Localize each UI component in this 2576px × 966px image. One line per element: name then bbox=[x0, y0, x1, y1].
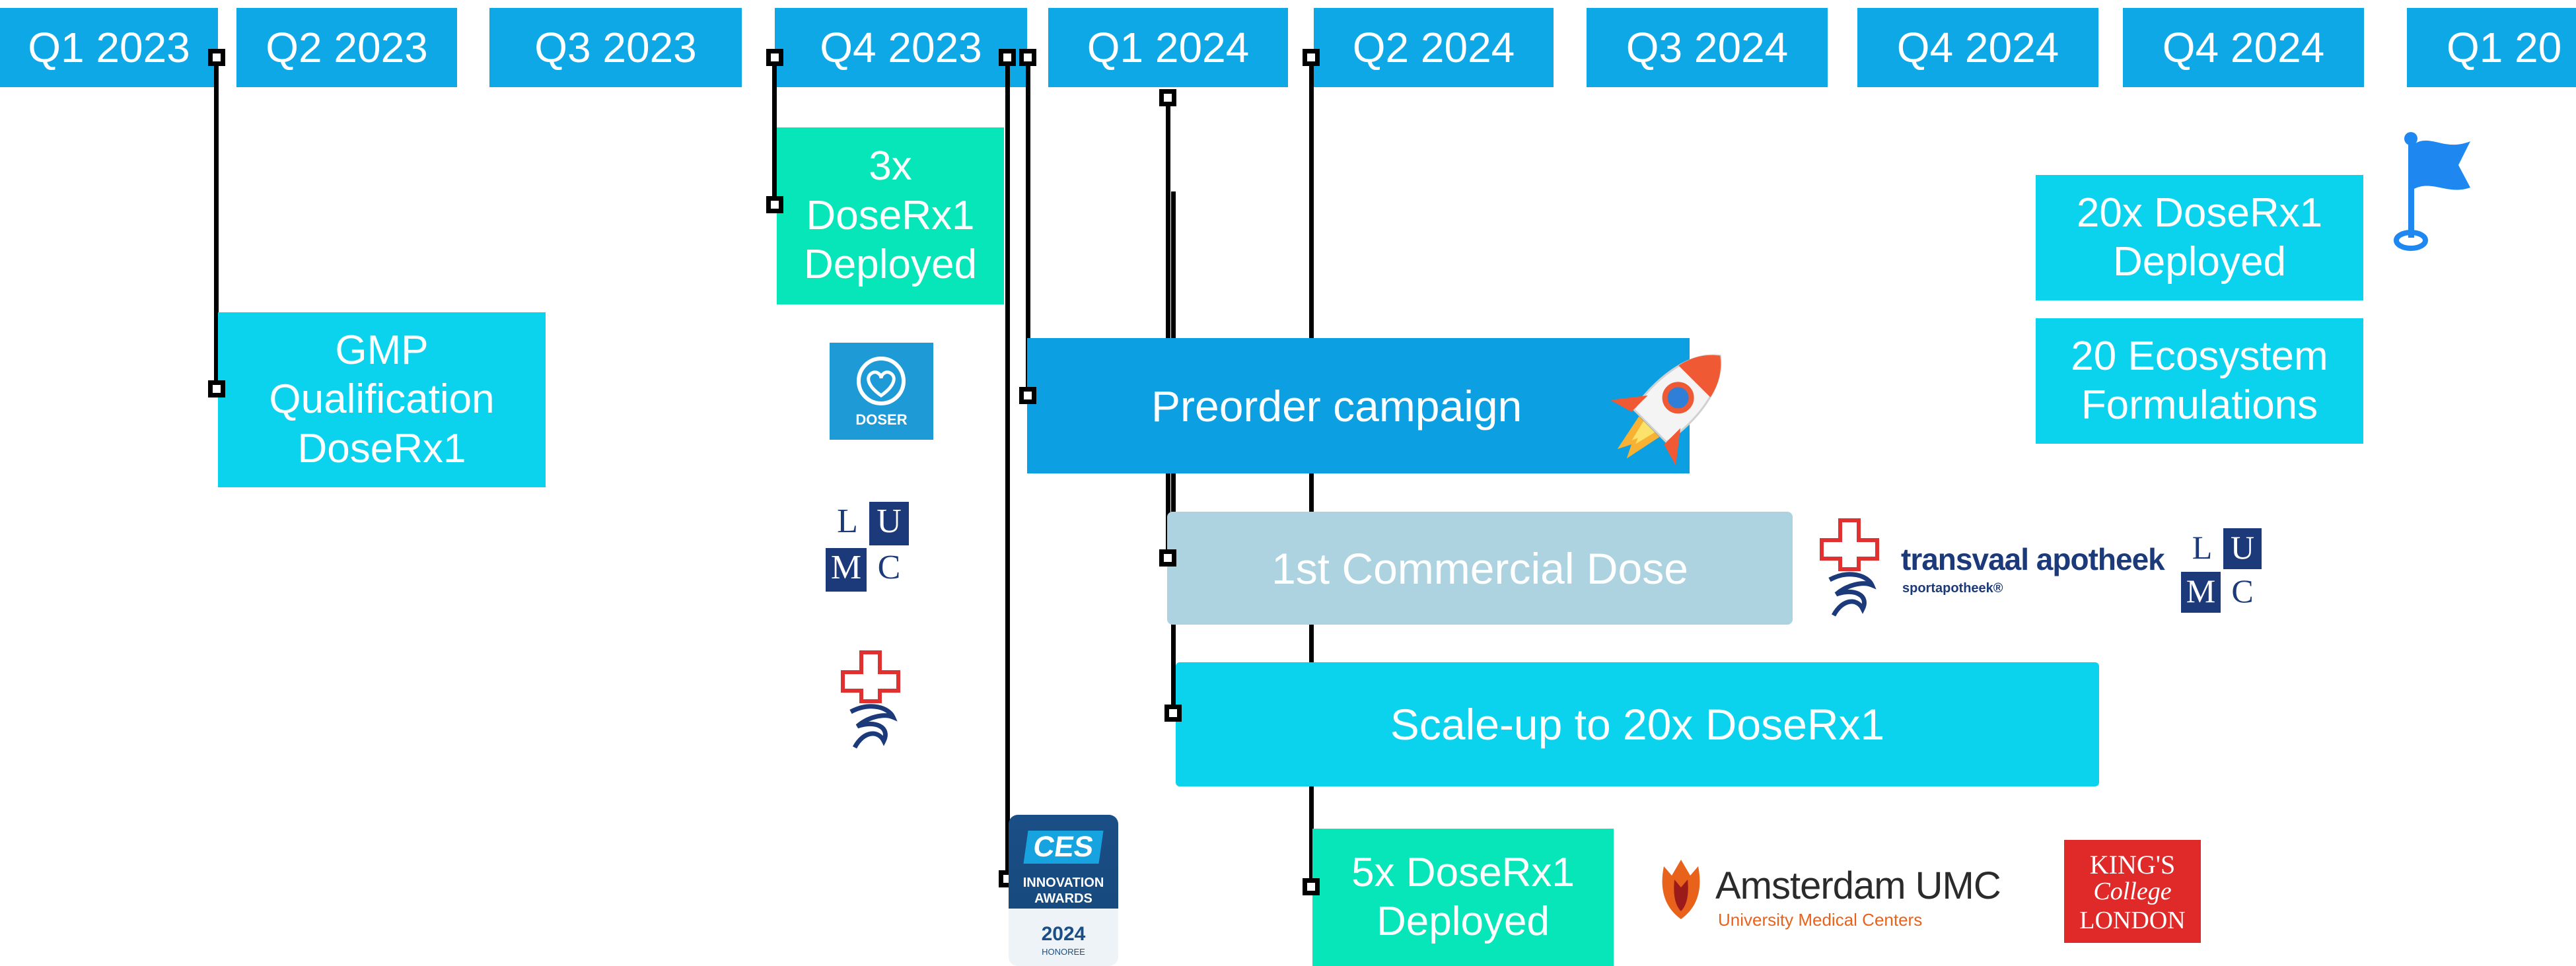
connector-gmp bbox=[214, 57, 219, 391]
node-gmp-bottom bbox=[208, 380, 225, 397]
preorder-label: Preorder campaign bbox=[1151, 381, 1522, 431]
milestone-3x-deployed: 3x DoseRx1 Deployed bbox=[777, 127, 1004, 304]
quarter-header-q2-2023: Q2 2023 bbox=[236, 8, 457, 87]
lumc-logo-left: L U M C bbox=[826, 502, 912, 592]
first-dose-label: 1st Commercial Dose bbox=[1271, 543, 1688, 593]
lumc-left-m: M bbox=[826, 548, 867, 592]
lumc-right-c: C bbox=[2231, 572, 2254, 609]
connector-ces bbox=[1005, 57, 1010, 881]
milestone-preorder-campaign: Preorder campaign bbox=[1027, 338, 1690, 473]
scale-up-label: Scale-up to 20x DoseRx1 bbox=[1390, 700, 1885, 749]
ecosystem-line-1: 20 Ecosystem bbox=[2071, 333, 2328, 379]
node-preorder-top bbox=[1019, 49, 1036, 66]
kings-line-2: College bbox=[2093, 878, 2172, 905]
deployed-20x-line-1: 20x DoseRx1 bbox=[2076, 190, 2323, 236]
quarter-header-q2-2024: Q2 2024 bbox=[1314, 8, 1554, 87]
node-preorder-bottom bbox=[1019, 387, 1036, 404]
lumc-right-l: L bbox=[2192, 529, 2213, 566]
milestone-first-commercial-dose: 1st Commercial Dose bbox=[1167, 512, 1793, 625]
milestone-scale-up: Scale-up to 20x DoseRx1 bbox=[1176, 662, 2099, 786]
amsterdam-tulip-icon bbox=[1662, 860, 1700, 919]
quarter-header-q3-2023: Q3 2023 bbox=[489, 8, 742, 87]
ces-year-text: 2024 bbox=[1041, 923, 1086, 945]
gmp-line-1: GMP bbox=[335, 327, 429, 373]
quarter-header-q1-2025-partial: Q1 20 bbox=[2407, 8, 2576, 87]
ces-logo-text: CES bbox=[1023, 831, 1104, 864]
lumc-left-u: U bbox=[869, 502, 909, 545]
rocket-icon bbox=[1585, 322, 1757, 487]
pharmacy-cross-icon bbox=[838, 648, 904, 751]
transvaal-name-text: transvaal apotheek bbox=[1901, 542, 2165, 576]
amsterdam-umc-logo: Amsterdam UMC University Medical Centers bbox=[1655, 850, 2011, 930]
connector-3x-deployed bbox=[772, 57, 777, 206]
ecosystem-line-2: Formulations bbox=[2081, 382, 2318, 428]
gmp-line-2: Qualification bbox=[269, 376, 495, 423]
doser-logo: DOSER bbox=[830, 343, 933, 440]
lumc-right-m: M bbox=[2181, 572, 2221, 613]
connector-first-dose bbox=[1166, 98, 1170, 560]
deployed-3x-line-2: DoseRx1 bbox=[806, 192, 975, 238]
quarter-header-q4-2024: Q4 2024 bbox=[1857, 8, 2098, 87]
quarter-header-q1-2024: Q1 2024 bbox=[1048, 8, 1288, 87]
lumc-right-u: U bbox=[2223, 528, 2262, 569]
node-3x-bottom bbox=[766, 196, 783, 213]
amsterdam-sub-text: University Medical Centers bbox=[1718, 910, 1923, 930]
milestone-20-ecosystem-formulations: 20 Ecosystem Formulations bbox=[2036, 318, 2363, 444]
milestone-5x-deployed: 5x DoseRx1 Deployed bbox=[1312, 829, 1614, 966]
node-gmp-top bbox=[208, 49, 225, 66]
transvaal-apotheek-logo: transvaal apotheek sportapotheek® bbox=[1816, 515, 2165, 621]
milestone-gmp-qualification: GMP Qualification DoseRx1 bbox=[218, 312, 546, 487]
quarter-header-q4-2024-second: Q4 2024 bbox=[2123, 8, 2364, 87]
deployed-20x-line-2: Deployed bbox=[2113, 239, 2286, 285]
node-first-dose-bottom bbox=[1159, 549, 1176, 567]
node-first-dose-top bbox=[1159, 89, 1176, 106]
node-ces-top bbox=[999, 49, 1016, 66]
amsterdam-name-text: Amsterdam UMC bbox=[1715, 864, 2001, 907]
deployed-5x-line-2: Deployed bbox=[1377, 899, 1550, 944]
ces-honoree-text: HONOREE bbox=[1042, 947, 1085, 957]
flag-icon bbox=[2384, 129, 2477, 255]
lumc-left-c: C bbox=[877, 549, 901, 586]
deployed-3x-line-3: Deployed bbox=[804, 242, 977, 288]
quarter-header-q3-2024: Q3 2024 bbox=[1587, 8, 1828, 87]
ces-awards-text: AWARDS bbox=[1034, 891, 1092, 906]
deployed-3x-line-1: 3x bbox=[869, 143, 912, 190]
doser-heart-icon bbox=[857, 357, 906, 405]
milestone-20x-deployed: 20x DoseRx1 Deployed bbox=[2036, 175, 2363, 300]
lumc-logo-right: L U M C bbox=[2181, 528, 2264, 613]
lumc-left-l: L bbox=[837, 502, 858, 540]
pharmacy-cross-icon bbox=[1820, 518, 1879, 617]
kings-line-1: KING'S bbox=[2089, 850, 2176, 880]
doser-logo-text: DOSER bbox=[855, 411, 908, 428]
node-5x-bottom bbox=[1303, 878, 1320, 895]
node-3x-top bbox=[766, 49, 783, 66]
quarter-header-q4-2023: Q4 2023 bbox=[775, 8, 1027, 87]
kings-college-london-logo: KING'S College LONDON bbox=[2064, 840, 2201, 943]
node-5x-top bbox=[1303, 49, 1320, 66]
ces-innovation-awards-badge: CES INNOVATION AWARDS 2024 HONOREE bbox=[1009, 815, 1118, 966]
quarter-header-q1-2023: Q1 2023 bbox=[0, 8, 218, 87]
node-scale-up-bottom bbox=[1164, 705, 1182, 722]
transvaal-sub-text: sportapotheek® bbox=[1902, 581, 2003, 596]
deployed-5x-line-1: 5x DoseRx1 bbox=[1351, 849, 1575, 895]
connector-preorder bbox=[1026, 57, 1030, 395]
kings-line-3: LONDON bbox=[2079, 907, 2186, 934]
ces-innovation-text: INNOVATION bbox=[1022, 876, 1104, 890]
gmp-line-3: DoseRx1 bbox=[297, 425, 466, 471]
